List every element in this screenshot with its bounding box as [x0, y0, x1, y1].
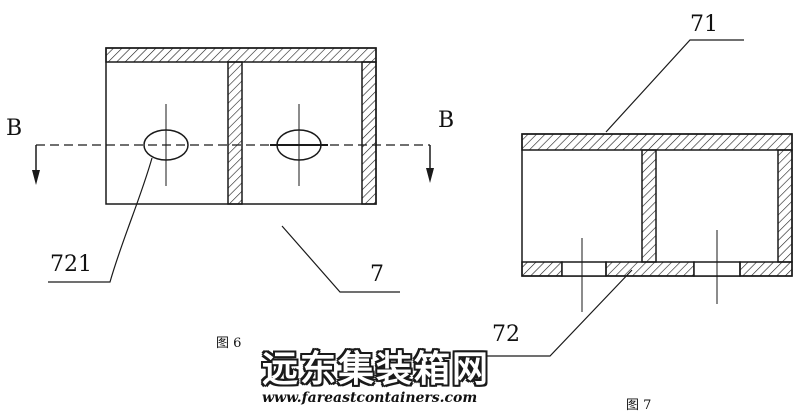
fig6-top-plate — [105, 47, 377, 63]
fig6-callout-7: 7 — [370, 262, 384, 287]
fig7-callout-72: 72 — [492, 322, 520, 347]
fig7-bottom-plate-opening-1 — [561, 261, 607, 277]
figure-6 — [32, 47, 434, 293]
watermark-url: www.fareastcontainers.com — [262, 390, 478, 406]
fig7-bottom-plate-seg-1 — [521, 261, 563, 277]
fig7-leader-72 — [486, 269, 633, 357]
fig6-arrowhead-right — [426, 168, 434, 183]
fig7-box-outline — [521, 133, 793, 277]
fig7-bottom-plate-seg-2 — [605, 261, 695, 277]
fig6-callout-721: 721 — [50, 252, 92, 277]
fig6-leader-7 — [281, 225, 400, 293]
watermark-logo-text: 远东集装箱网 — [262, 349, 491, 390]
fig7-callout-71: 71 — [690, 12, 718, 37]
fig7-bottom-plate-seg-3 — [739, 261, 793, 277]
fig6-section-label-left: B — [6, 116, 23, 141]
fig7-leader-71 — [605, 39, 744, 133]
fig6-right-wall — [361, 61, 377, 205]
fig6-middle-wall — [227, 61, 243, 205]
fig7-caption: 图 7 — [626, 398, 652, 413]
fig7-right-wall — [777, 149, 793, 263]
fig6-leader-721 — [48, 157, 153, 283]
figure-7 — [486, 39, 793, 357]
fig7-middle-wall — [641, 149, 657, 263]
fig6-section-label-right: B — [438, 108, 455, 133]
fig7-top-plate — [521, 133, 793, 151]
fig6-caption: 图 6 — [216, 336, 242, 351]
fig6-arrowhead-left — [32, 170, 40, 185]
